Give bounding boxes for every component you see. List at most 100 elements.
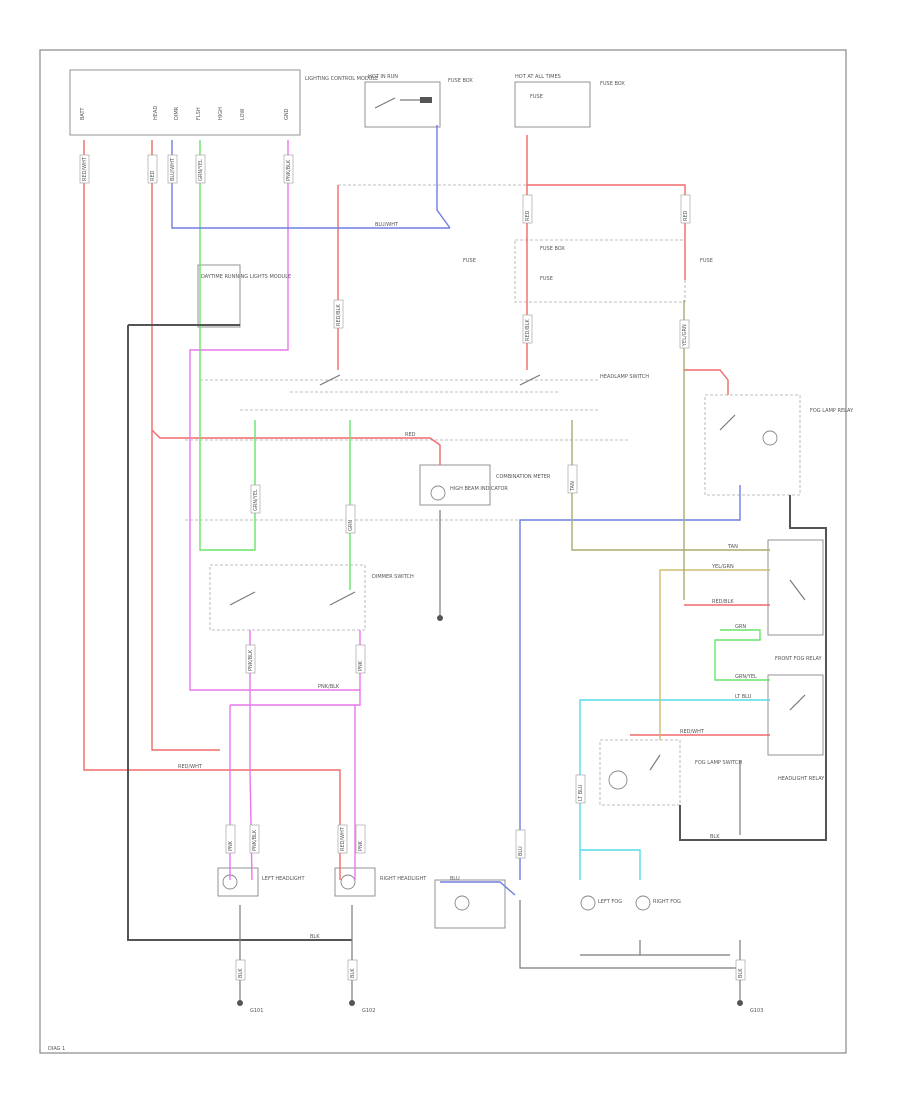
svg-text:RED: RED (150, 170, 156, 181)
left-headlight: LEFT HEADLIGHT (217, 867, 305, 897)
svg-text:FLSH: FLSH (196, 107, 202, 120)
svg-text:DIMR: DIMR (174, 106, 180, 120)
svg-text:FOG LAMP RELAY: FOG LAMP RELAY (810, 408, 854, 414)
svg-text:GND: GND (284, 108, 290, 120)
svg-text:G103: G103 (750, 1008, 763, 1014)
ground-meter (437, 615, 443, 621)
svg-text:RED: RED (683, 210, 689, 221)
svg-text:GRN: GRN (735, 624, 746, 630)
svg-text:RED/WHT: RED/WHT (178, 764, 203, 770)
svg-text:BLU/WHT: BLU/WHT (375, 222, 399, 228)
svg-text:HIGH BEAM INDICATOR: HIGH BEAM INDICATOR (450, 486, 508, 492)
svg-text:YEL/GRN: YEL/GRN (711, 564, 734, 570)
svg-text:FUSE: FUSE (530, 94, 543, 100)
ground-mid: G102 (349, 1000, 375, 1014)
high-beam-indicator: COMBINATION METER HIGH BEAM INDICATOR (419, 464, 551, 506)
right-headlight: RIGHT HEADLIGHT (334, 867, 427, 897)
fuse-box-mid: FUSE BOX FUSE FUSE FUSE (463, 239, 713, 303)
svg-text:BLK: BLK (350, 968, 356, 978)
svg-text:HEADLIGHT RELAY: HEADLIGHT RELAY (778, 776, 825, 782)
svg-text:FUSE BOX: FUSE BOX (600, 81, 625, 87)
svg-text:BLK: BLK (738, 968, 744, 978)
svg-text:FUSE: FUSE (540, 276, 553, 282)
svg-text:RIGHT FOG: RIGHT FOG (653, 899, 681, 905)
svg-text:LIGHTING CONTROL MODULE: LIGHTING CONTROL MODULE (305, 76, 378, 82)
svg-text:RIGHT HEADLIGHT: RIGHT HEADLIGHT (380, 876, 427, 882)
module-pin-labels: BATT HEAD DIMR FLSH HIGH LOW GND (80, 106, 290, 120)
svg-text:RED/WHT: RED/WHT (340, 826, 346, 851)
svg-text:BLK: BLK (710, 834, 720, 840)
svg-text:RED/BLK: RED/BLK (525, 319, 531, 341)
svg-text:BLK: BLK (310, 934, 320, 940)
ground-right: G103 (737, 1000, 763, 1014)
cyan-wires (579, 699, 770, 880)
svg-text:TAN: TAN (570, 481, 576, 492)
hot-at-all-times-box: HOT AT ALL TIMES FUSE FUSE BOX (514, 74, 625, 128)
fog-lamp-relay: FOG LAMP RELAY (704, 394, 854, 496)
svg-text:BLU: BLU (518, 846, 524, 856)
svg-text:DIMMER SWITCH: DIMMER SWITCH (372, 574, 414, 580)
svg-text:HOT AT ALL TIMES: HOT AT ALL TIMES (515, 74, 561, 80)
wire-code-labels: RED/WHT RED BLU/WHT GRN/YEL PNK/BLK RED/… (79, 154, 746, 981)
svg-text:RED/WHT: RED/WHT (82, 156, 88, 181)
svg-text:RED/WHT: RED/WHT (680, 729, 705, 735)
svg-text:PNK/BLK: PNK/BLK (318, 684, 340, 690)
diagram-frame (39, 49, 847, 1054)
svg-text:GRN/YEL: GRN/YEL (198, 159, 204, 181)
svg-text:COMBINATION METER: COMBINATION METER (496, 474, 551, 480)
svg-text:LT BLU: LT BLU (735, 694, 752, 700)
svg-text:PNK: PNK (358, 660, 364, 671)
svg-text:FUSE: FUSE (463, 258, 476, 264)
black-wires (127, 324, 827, 1000)
svg-text:FRONT FOG RELAY: FRONT FOG RELAY (775, 656, 823, 662)
svg-text:BLK: BLK (238, 968, 244, 978)
fog-lamp-switch: FOG LAMP SWITCH (599, 739, 742, 806)
svg-text:FUSE BOX: FUSE BOX (448, 78, 473, 84)
svg-text:HIGH: HIGH (218, 107, 224, 120)
svg-text:RED: RED (405, 432, 416, 438)
svg-text:FUSE BOX: FUSE BOX (540, 246, 565, 252)
svg-text:BLU/WHT: BLU/WHT (170, 157, 176, 181)
hot-in-run-box: HOT IN RUN FUSE BOX (364, 74, 473, 128)
svg-text:FUSE: FUSE (700, 258, 713, 264)
svg-text:PNK/BLK: PNK/BLK (252, 829, 258, 851)
headlamp-switch: HEADLAMP SWITCH (290, 374, 649, 393)
dimmer-switch: DIMMER SWITCH (209, 564, 414, 631)
right-fog-lamp: RIGHT FOG (635, 895, 681, 911)
front-fog-relay: FRONT FOG RELAY (767, 539, 824, 662)
svg-text:HEADLAMP SWITCH: HEADLAMP SWITCH (600, 374, 649, 380)
svg-text:PNK/BLK: PNK/BLK (248, 649, 254, 671)
svg-text:GRN: GRN (348, 520, 354, 531)
svg-text:PNK: PNK (358, 840, 364, 851)
svg-text:PNK: PNK (228, 840, 234, 851)
svg-text:G101: G101 (250, 1008, 263, 1014)
ground-left: G101 (237, 1000, 263, 1014)
svg-text:PNK/BLK: PNK/BLK (286, 159, 292, 181)
svg-text:RED/BLK: RED/BLK (712, 599, 734, 605)
svg-text:TAN: TAN (727, 544, 738, 550)
svg-text:RED: RED (525, 210, 531, 221)
svg-text:GRN/YEL: GRN/YEL (253, 489, 259, 511)
svg-text:GRN/YEL: GRN/YEL (735, 674, 757, 680)
svg-text:LEFT HEADLIGHT: LEFT HEADLIGHT (262, 876, 305, 882)
svg-text:DAYTIME RUNNING LIGHTS MODULE: DAYTIME RUNNING LIGHTS MODULE (201, 274, 291, 280)
svg-text:LEFT FOG: LEFT FOG (598, 899, 622, 905)
wire-code-labels-horizontal: BLU/WHT RED RED/WHT PNK/BLK TAN YEL/GRN … (178, 222, 757, 940)
svg-text:HEAD: HEAD (153, 106, 159, 120)
svg-text:HOT IN RUN: HOT IN RUN (368, 74, 398, 80)
svg-text:YEL/GRN: YEL/GRN (682, 324, 688, 347)
daytime-running-module: DAYTIME RUNNING LIGHTS MODULE (197, 264, 291, 328)
footer-code: DIAG 1 (48, 1046, 65, 1052)
svg-text:LT BLU: LT BLU (578, 784, 584, 801)
svg-text:BLU: BLU (450, 876, 460, 882)
svg-text:G102: G102 (362, 1008, 375, 1014)
svg-text:BATT: BATT (80, 107, 86, 120)
lighting-control-module: LIGHTING CONTROL MODULE BATT HEAD DIMR F… (69, 69, 378, 136)
left-fog-lamp: LEFT FOG (580, 895, 622, 911)
pink-wires (189, 140, 361, 881)
tan-olive-wires (571, 300, 770, 740)
svg-text:RED/BLK: RED/BLK (336, 304, 342, 326)
svg-text:LOW: LOW (240, 108, 246, 120)
